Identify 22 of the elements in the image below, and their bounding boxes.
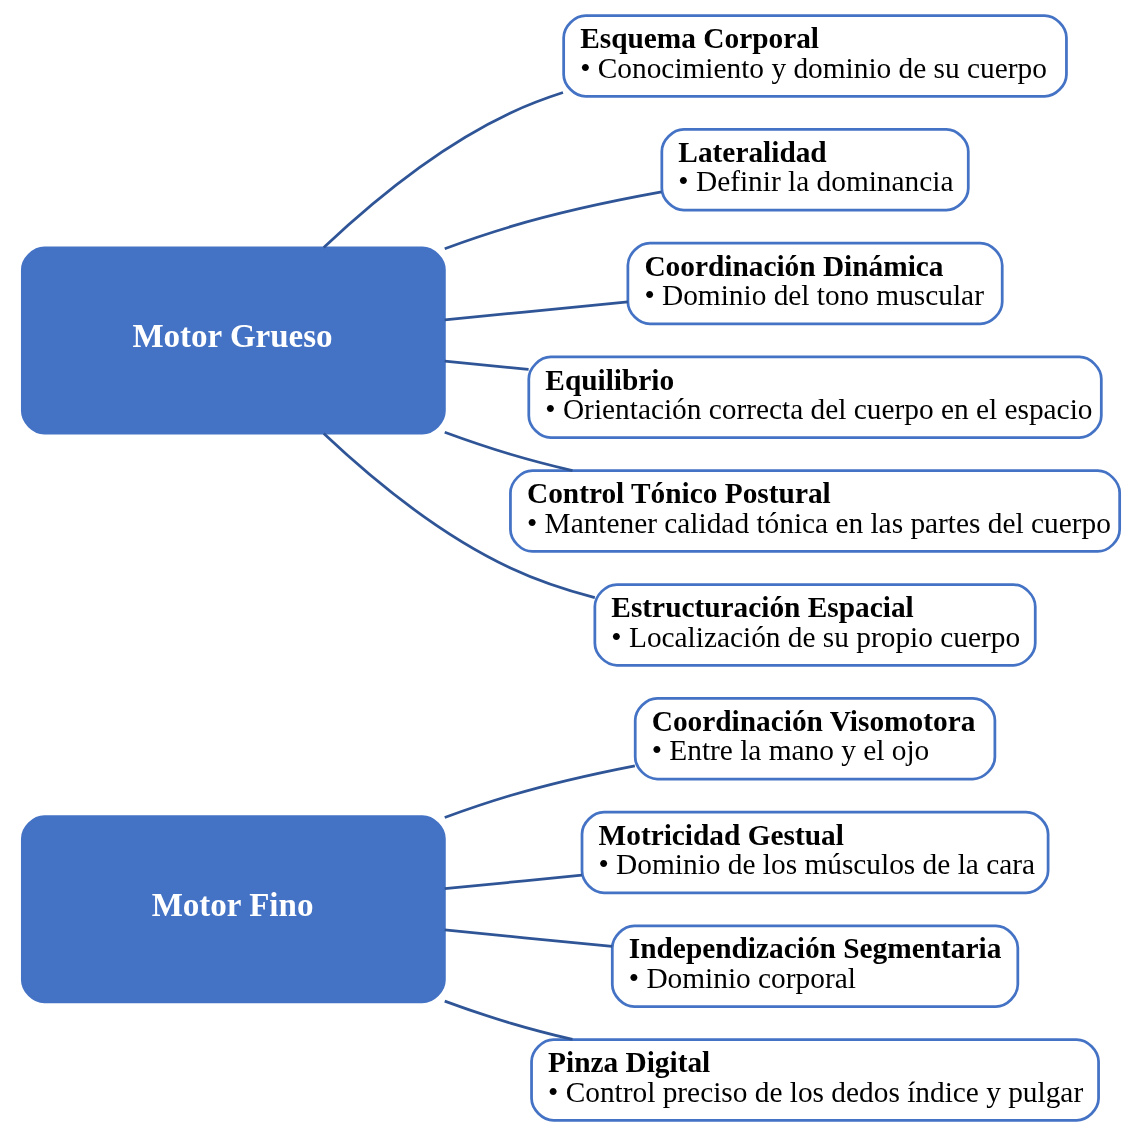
node-box: Motor Fino — [20, 815, 446, 1004]
node-box: Pinza Digital • Control preciso de los dedos índice y pulgar — [530, 1038, 1100, 1122]
connector — [444, 999, 573, 1041]
node-box: Coordinación Dinámica • Dominio del tono muscular — [626, 241, 1004, 326]
connector — [444, 430, 573, 472]
connector — [444, 928, 613, 948]
node-box: Esquema Corporal • Conocimiento y dominio de su cuerpo — [562, 14, 1068, 98]
node-box: Lateralidad • Definir la dominancia — [660, 128, 970, 212]
node-box: Estructuración Espacial • Localización de su propio cuerpo — [593, 583, 1037, 667]
connector — [444, 764, 636, 819]
node-box: Control Tónico Postural • Mantener calidad tónica en las partes del cuerpo — [509, 469, 1122, 553]
connector — [444, 190, 662, 250]
connector — [322, 432, 596, 599]
node-box: Independización Segmentaria • Dominio corporal — [610, 924, 1020, 1008]
connector — [444, 359, 529, 371]
connector — [322, 91, 564, 249]
connector — [444, 873, 583, 891]
node-box: Motor Grueso — [20, 246, 446, 435]
node-box: Motricidad Gestual • Dominio de los músculos de la cara — [580, 810, 1050, 895]
node-box: Coordinación Visomotora • Entre la mano y el ojo — [633, 696, 997, 781]
connector — [444, 300, 628, 322]
node-box: Equilibrio • Orientación correcta del cuerpo en el espacio — [527, 355, 1103, 440]
